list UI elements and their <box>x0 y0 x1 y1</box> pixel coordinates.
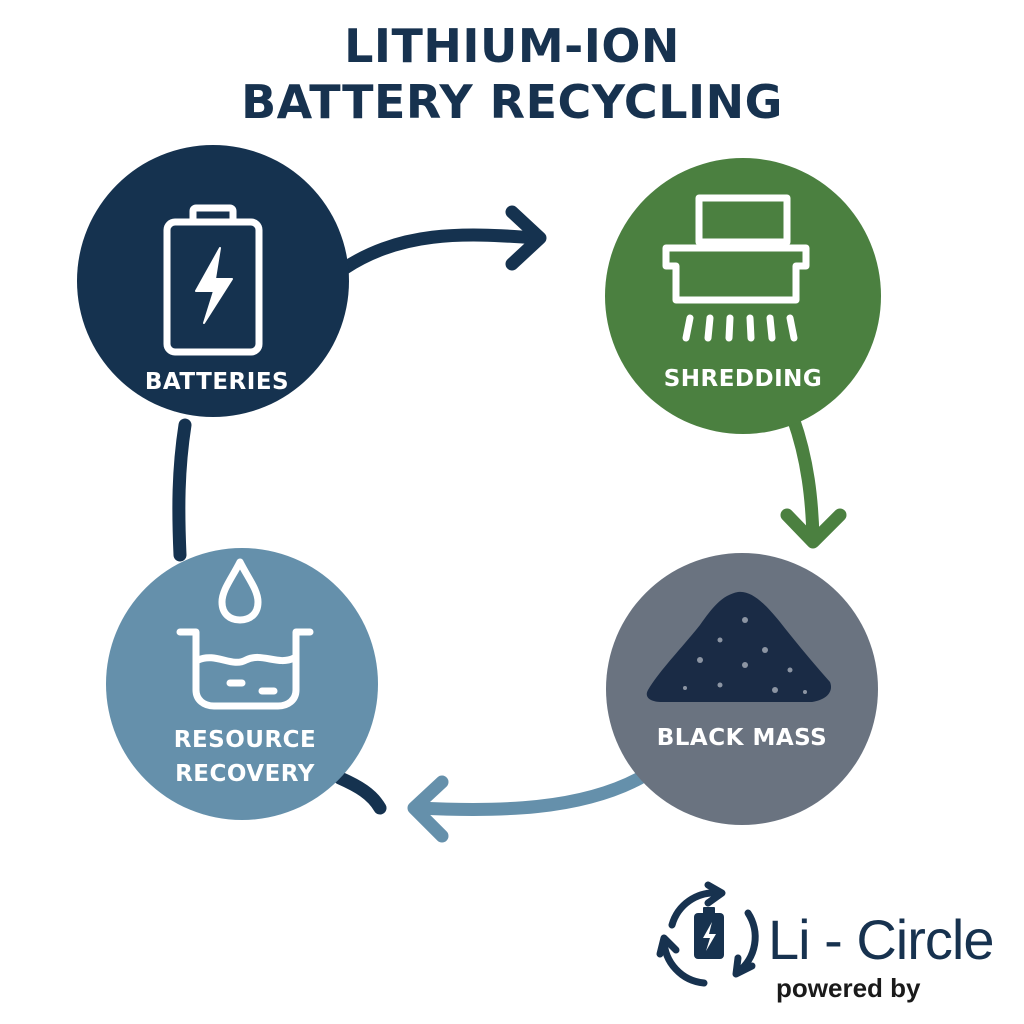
recycle-battery-icon <box>656 881 759 987</box>
arrow-batteries-to-shredding <box>338 205 547 275</box>
node-black-mass: BLACK MASS <box>606 553 878 825</box>
logo-tagline: powered by <box>776 973 921 1003</box>
node-resource-recovery-label: RESOURCE <box>174 727 317 753</box>
title-line-1: LITHIUM-ION <box>344 19 680 73</box>
node-shredding-circle <box>605 158 881 434</box>
powder-pile-icon <box>646 591 832 702</box>
node-shredding: SHREDDING <box>605 158 881 434</box>
page-title: LITHIUM-ION BATTERY RECYCLING <box>0 18 1024 130</box>
arrow-recovery-to-batteries <box>172 418 387 815</box>
node-batteries: BATTERIES <box>77 145 349 417</box>
node-shredding-label: SHREDDING <box>664 366 823 392</box>
node-resource-recovery: RESOURCE RECOVERY <box>106 548 378 820</box>
liquid-bath-icon <box>176 558 314 710</box>
node-resource-recovery-label-2: RECOVERY <box>175 761 315 787</box>
node-black-mass-label: BLACK MASS <box>657 725 827 751</box>
logo-name: Li - Circle <box>768 908 994 971</box>
arrow-shredding-to-black-mass <box>780 411 847 549</box>
node-batteries-label: BATTERIES <box>145 369 289 395</box>
shredder-icon <box>662 194 810 342</box>
battery-bolt-icon <box>163 204 263 356</box>
title-line-2: BATTERY RECYCLING <box>241 75 783 129</box>
arrow-black-mass-to-recovery <box>407 771 647 843</box>
